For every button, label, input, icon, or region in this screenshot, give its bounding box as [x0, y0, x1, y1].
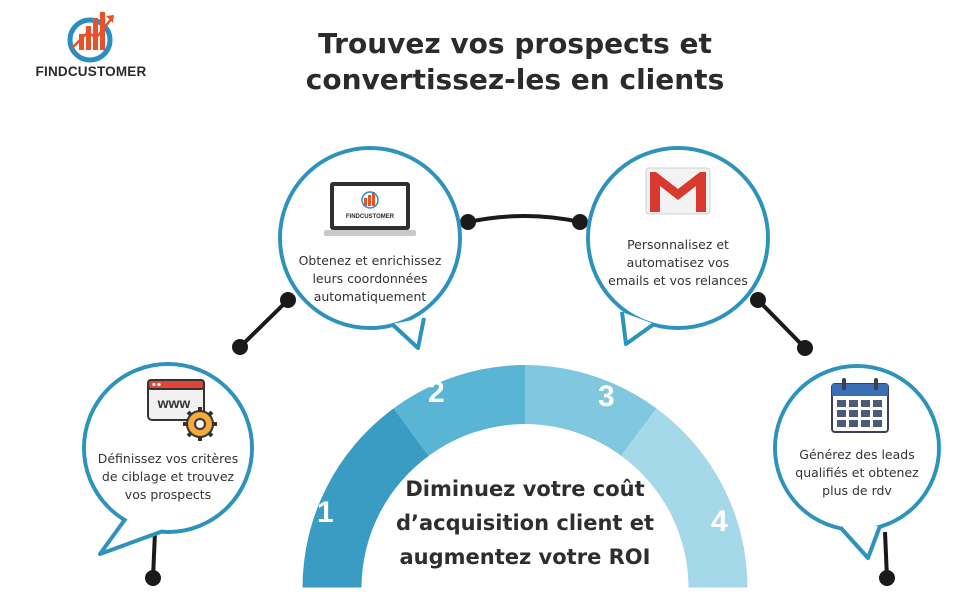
connector-dot	[572, 214, 588, 230]
connector-dot	[750, 292, 766, 308]
laptop-icon	[324, 182, 416, 236]
title-line-2: convertissez-les en clients	[305, 63, 725, 96]
connector-2-3	[467, 214, 581, 224]
connector-dot	[797, 340, 813, 356]
page-title: Trouvez vos prospects et convertissez-le…	[240, 26, 790, 98]
svg-text:www: www	[157, 395, 191, 411]
connector-3-4	[756, 298, 807, 350]
www-gear-icon: www	[147, 379, 217, 441]
brand-logo: FINDCUSTOMER	[26, 10, 156, 82]
arc-segment-1	[302, 408, 429, 588]
bubble-3-tail	[620, 311, 656, 346]
step-3-text: Personnalisez et automatisez vos emails …	[608, 237, 748, 288]
connector-dot	[280, 292, 296, 308]
gmail-icon	[645, 167, 711, 215]
connector-dot	[460, 214, 476, 230]
step-1-text: Définissez vos critères de ciblage et tr…	[97, 451, 239, 502]
laptop-screen-label: FINDCUSTOMER	[346, 214, 395, 220]
step-number-4: 4	[711, 505, 728, 538]
connector-dot	[145, 570, 161, 586]
title-line-1: Trouvez vos prospects et	[318, 27, 712, 60]
step-4-text: Générez des leads qualifiés et obtenez p…	[795, 447, 919, 498]
arc-segments	[302, 365, 748, 588]
arc-segment-3	[525, 365, 657, 456]
bubble-2-tail	[390, 317, 426, 350]
connector-dot	[232, 339, 248, 355]
bar-chart-logo-icon	[67, 12, 114, 63]
bubble-4-tail	[838, 525, 882, 560]
connectors	[145, 214, 895, 586]
step-number-2: 2	[428, 376, 445, 409]
arc-segment-2	[393, 365, 525, 456]
connector-dot	[879, 570, 895, 586]
step-2-text: Obtenez et enrichissez leurs coordonnées…	[298, 253, 442, 304]
connector-1-2	[238, 298, 290, 349]
calendar-icon	[831, 378, 889, 433]
center-message: Diminuez votre coût d’acquisition client…	[395, 477, 655, 569]
step-number-3: 3	[598, 380, 615, 413]
brand-name: FINDCUSTOMER	[35, 64, 147, 79]
arc-segment-4	[621, 408, 748, 588]
step-number-1: 1	[317, 496, 334, 529]
